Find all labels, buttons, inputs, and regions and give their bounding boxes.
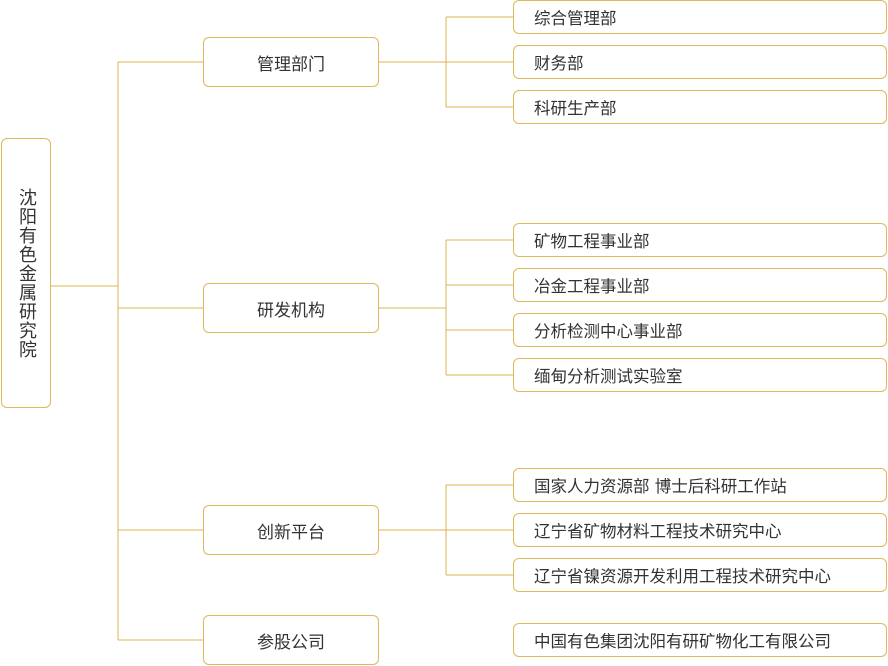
leaf-label: 辽宁省镍资源开发利用工程技术研究中心 [534, 567, 831, 586]
leaf-finance: 财务部 [513, 45, 887, 79]
leaf-metallurgy-engineering: 冶金工程事业部 [513, 268, 887, 302]
leaf-label: 中国有色集团沈阳有研矿物化工有限公司 [534, 632, 831, 651]
leaf-mineral-engineering: 矿物工程事业部 [513, 223, 887, 257]
leaf-label: 辽宁省矿物材料工程技术研究中心 [534, 522, 782, 541]
category-holdings: 参股公司 [203, 615, 379, 665]
leaf-label: 综合管理部 [534, 9, 617, 28]
leaf-myanmar-lab: 缅甸分析测试实验室 [513, 358, 887, 392]
category-management: 管理部门 [203, 37, 379, 87]
leaf-research-production: 科研生产部 [513, 90, 887, 124]
category-innovation: 创新平台 [203, 505, 379, 555]
leaf-nickel-resources-center: 辽宁省镍资源开发利用工程技术研究中心 [513, 558, 887, 592]
leaf-general-management: 综合管理部 [513, 0, 887, 34]
category-innovation-label: 创新平台 [257, 522, 325, 543]
leaf-label: 分析检测中心事业部 [534, 322, 683, 341]
category-research: 研发机构 [203, 283, 379, 333]
leaf-label: 冶金工程事业部 [534, 277, 650, 296]
leaf-mineral-materials-center: 辽宁省矿物材料工程技术研究中心 [513, 513, 887, 547]
category-management-label: 管理部门 [257, 54, 325, 75]
root-node: 沈阳有色金属研究院 [1, 138, 51, 408]
category-research-label: 研发机构 [257, 300, 325, 321]
leaf-label: 缅甸分析测试实验室 [534, 367, 683, 386]
category-holdings-label: 参股公司 [257, 632, 325, 653]
leaf-analysis-center: 分析检测中心事业部 [513, 313, 887, 347]
leaf-label: 国家人力资源部 博士后科研工作站 [534, 477, 787, 496]
leaf-mineral-chemical-company: 中国有色集团沈阳有研矿物化工有限公司 [513, 623, 887, 657]
leaf-label: 矿物工程事业部 [534, 232, 650, 251]
leaf-label: 科研生产部 [534, 99, 617, 118]
leaf-label: 财务部 [534, 54, 584, 73]
root-label: 沈阳有色金属研究院 [16, 187, 37, 359]
leaf-postdoc-station: 国家人力资源部 博士后科研工作站 [513, 468, 887, 502]
